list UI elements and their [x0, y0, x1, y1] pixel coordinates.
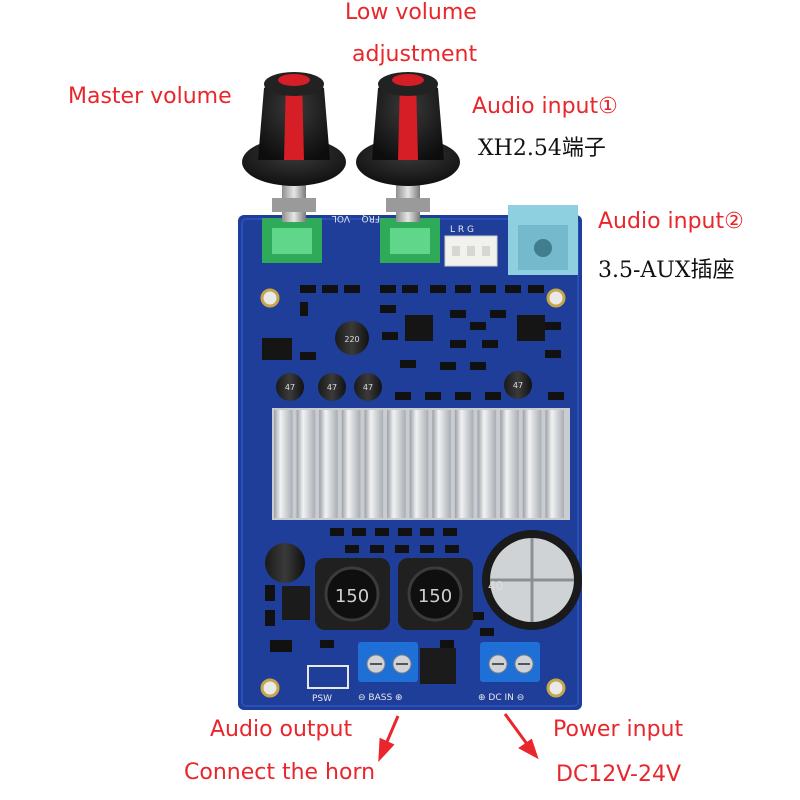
heatsink-fin	[522, 410, 542, 518]
heatsink-fin	[364, 410, 384, 518]
label-power-spec: DC12V-24V	[556, 762, 682, 787]
label-audio-input-1: Audio input①	[472, 94, 618, 119]
svg-text:220: 220	[344, 335, 359, 344]
svg-text:150: 150	[418, 586, 452, 607]
label-audio-input-1-spec: XH2.54端子	[478, 136, 606, 161]
smd-components	[265, 285, 564, 652]
silk-bass: ⊖ BASS ⊕	[358, 693, 403, 703]
pot-master-body	[262, 218, 322, 263]
knob-low-volume[interactable]	[356, 72, 460, 186]
large-capacitor: 40	[482, 530, 582, 630]
pot-low-body	[380, 218, 440, 263]
heatsink-fin	[319, 410, 338, 518]
silk-psw: PSW	[312, 694, 332, 704]
svg-text:150: 150	[335, 586, 369, 607]
silk-lrg: L R G	[450, 225, 474, 235]
xh-connector[interactable]	[444, 235, 498, 267]
heatsink-fin	[432, 410, 451, 518]
svg-text:47: 47	[513, 381, 523, 390]
mounting-holes	[260, 288, 566, 698]
heatsink-fin	[409, 410, 429, 518]
heatsink-fin	[500, 410, 519, 518]
heatsink-fin	[387, 410, 406, 518]
knob-master-volume[interactable]	[242, 72, 346, 186]
label-audio-input-2: Audio input②	[598, 209, 744, 234]
svg-text:47: 47	[363, 383, 373, 392]
terminal-bass[interactable]	[358, 642, 418, 682]
inductors: 150 150	[315, 558, 473, 630]
ic-chips	[262, 315, 545, 684]
heatsink-fin	[454, 410, 474, 518]
label-low-volume-adjustment: adjustment	[352, 42, 478, 67]
small-capacitors: 220 47 47 47 47	[265, 321, 532, 583]
terminal-dc-in[interactable]	[480, 642, 540, 682]
label-connect-horn: Connect the horn	[184, 760, 376, 785]
silk-dc-in: ⊕ DC IN ⊖	[478, 693, 524, 703]
label-master-volume: Master volume	[68, 84, 232, 109]
heatsink-fin	[274, 410, 293, 518]
label-low-volume: Low volume	[345, 0, 477, 25]
silk-frq: FRQ	[361, 213, 380, 223]
silk-vol: VOL	[332, 213, 350, 223]
heatsink-fin	[477, 410, 497, 518]
heatsink	[272, 408, 570, 520]
svg-text:40: 40	[488, 579, 503, 593]
label-audio-output: Audio output	[210, 717, 353, 742]
svg-text:47: 47	[327, 383, 337, 392]
aux-jack[interactable]	[508, 205, 578, 275]
label-power-input: Power input	[553, 717, 684, 742]
heatsink-fin	[545, 410, 564, 518]
arrow-down-right-icon	[503, 713, 539, 760]
heatsink-fin	[341, 410, 361, 518]
arrow-down-left-icon	[378, 715, 400, 763]
psw-jumper[interactable]	[307, 665, 349, 689]
label-audio-input-2-spec: 3.5-AUX插座	[598, 258, 735, 283]
svg-text:47: 47	[285, 383, 295, 392]
heatsink-fin	[296, 410, 316, 518]
